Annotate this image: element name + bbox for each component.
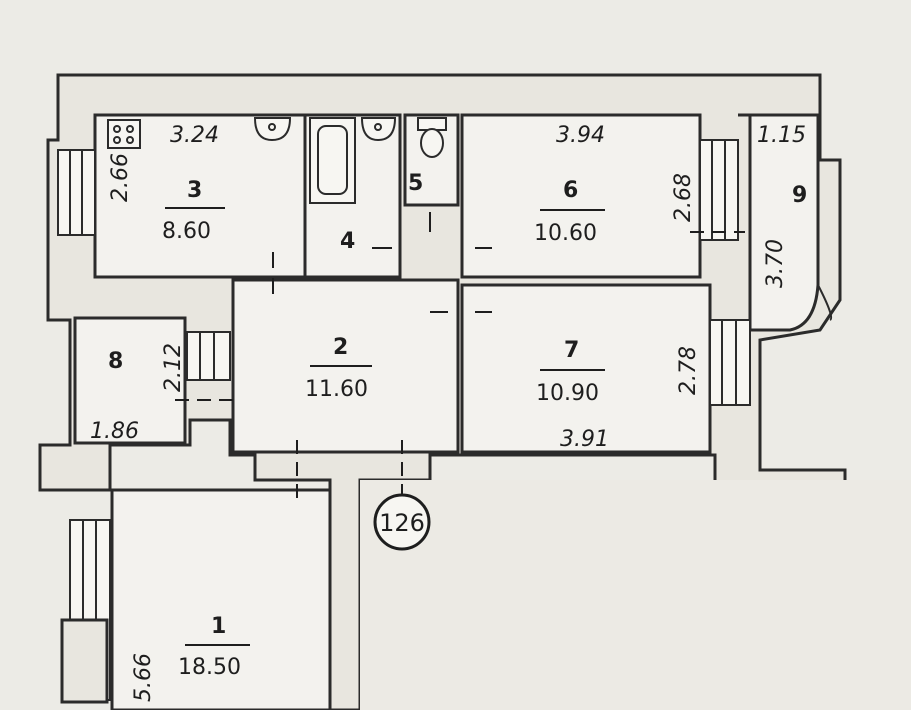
room-8-width: 1.86 xyxy=(90,419,139,444)
room-7-area: 10.90 xyxy=(536,381,599,406)
door-markers xyxy=(175,212,745,500)
bathtub-icon xyxy=(309,117,356,204)
room-7-height: 2.78 xyxy=(676,346,701,395)
room-7-number: 7 xyxy=(564,338,579,363)
room-9-width: 1.15 xyxy=(757,123,806,148)
room-3-number: 3 xyxy=(187,178,202,203)
room-5-number: 5 xyxy=(408,171,423,196)
toilet-bowl-icon xyxy=(420,128,444,158)
room-6-area: 10.60 xyxy=(534,221,597,246)
bathtub-inner-icon xyxy=(317,125,348,195)
room-1-floor xyxy=(110,488,332,710)
window-room-8 xyxy=(186,331,231,381)
room-2-number: 2 xyxy=(333,335,348,360)
windows xyxy=(57,139,751,704)
room-8-number: 8 xyxy=(108,349,123,374)
room-6-number: 6 xyxy=(563,178,578,203)
room-3-area: 8.60 xyxy=(162,219,211,244)
window-room-6 xyxy=(699,139,739,241)
room-1-number: 1 xyxy=(211,614,226,639)
stove-icon xyxy=(107,119,141,149)
room-6-width: 3.94 xyxy=(556,123,605,148)
room-3-height: 2.66 xyxy=(108,153,133,202)
room-7-floor xyxy=(460,283,712,454)
room-9-height: 3.70 xyxy=(763,239,788,288)
wall-pier-room-1 xyxy=(60,618,109,704)
stair-area xyxy=(360,480,911,710)
room-8-floor xyxy=(73,316,187,445)
balcony-curve xyxy=(817,284,833,321)
window-room-3 xyxy=(57,149,96,236)
room-7-width: 3.91 xyxy=(560,427,609,452)
fixtures xyxy=(107,117,833,321)
apartment-number-circle xyxy=(373,493,431,551)
room-1-height: 5.66 xyxy=(131,653,156,702)
room-9-number: 9 xyxy=(792,183,807,208)
room-2-area: 11.60 xyxy=(305,377,368,402)
room-3-width: 3.24 xyxy=(170,123,219,148)
room-1-area: 18.50 xyxy=(178,655,241,680)
room-4-number: 4 xyxy=(340,229,355,254)
room-8-height: 2.12 xyxy=(161,343,186,392)
room-6-height: 2.68 xyxy=(671,173,696,222)
window-room-7 xyxy=(709,319,751,406)
apartment-number: 126 xyxy=(379,509,425,537)
